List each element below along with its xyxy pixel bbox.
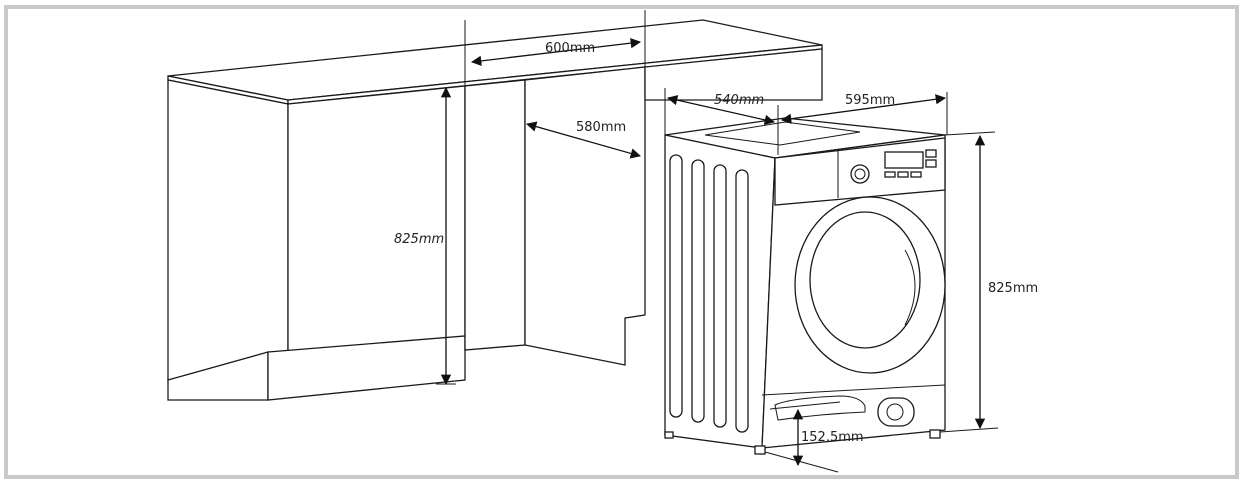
machine-depth-dimension: 540mm	[664, 88, 779, 155]
display-panel	[884, 151, 924, 169]
control-button	[884, 171, 896, 178]
plinth-height-label: 152.5mm	[801, 430, 864, 445]
machine-depth-label: 540mm	[714, 93, 764, 108]
control-button	[897, 171, 909, 178]
machine-foot	[929, 429, 941, 439]
machine-height-dimension: 825mm	[939, 131, 1038, 433]
program-dial-icon	[850, 164, 870, 184]
cabinet-width-label: 600mm	[545, 41, 595, 56]
cabinet-height-label: 825mm	[394, 232, 444, 247]
control-button	[925, 149, 937, 158]
cabinet-depth-dimension: 580mm	[525, 120, 642, 159]
cabinet-front-door	[287, 85, 466, 356]
control-button	[910, 171, 922, 178]
machine-foot	[754, 445, 766, 455]
machine-foot	[664, 431, 674, 439]
machine-side-rib	[691, 159, 705, 423]
machine-width-label: 595mm	[845, 93, 895, 108]
machine-door-inner	[809, 211, 921, 349]
cabinet-height-dimension: 825mm	[394, 86, 456, 386]
machine-height-label: 825mm	[988, 281, 1038, 296]
plinth-height-dimension: 152.5mm	[764, 401, 864, 473]
machine-side-rib	[735, 169, 749, 433]
machine-side-rib	[669, 154, 683, 418]
filter-cover	[877, 397, 915, 427]
cabinet-depth-label: 580mm	[576, 120, 626, 135]
cabinet-width-dimension: 600mm	[470, 37, 642, 67]
control-button	[925, 159, 937, 168]
cabinet-side-panel	[167, 79, 289, 381]
cabinet-open-back	[464, 79, 526, 351]
machine-side-rib	[713, 164, 727, 428]
washing-machine	[664, 117, 946, 455]
machine-width-dimension: 595mm	[780, 92, 948, 135]
